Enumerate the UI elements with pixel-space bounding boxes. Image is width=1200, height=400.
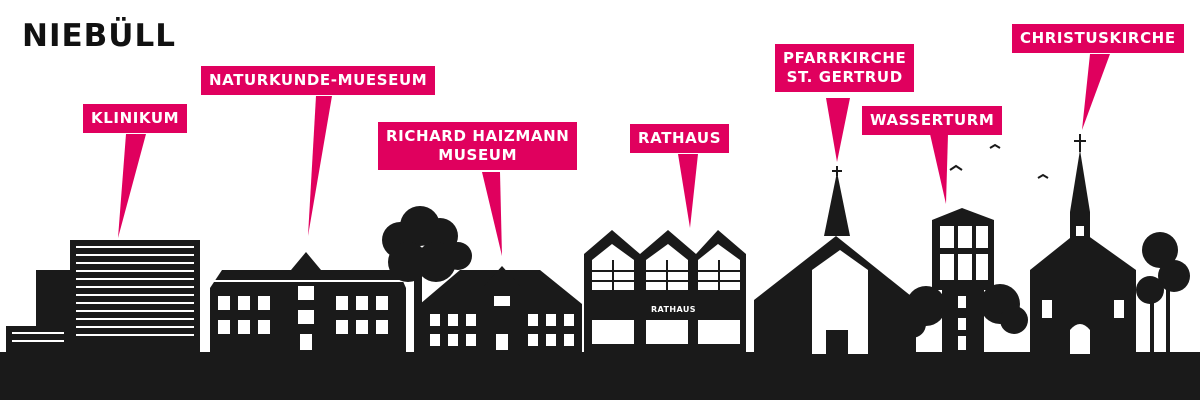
wasserturm-building [932, 208, 994, 354]
naturkunde-building [210, 252, 406, 354]
label-haizmann-line2: MUSEUM [438, 146, 518, 164]
label-rathaus: RATHAUS [630, 124, 730, 153]
pointer-christuskirche [1082, 54, 1110, 130]
label-pfarrkirche: PFARRKIRCHE ST. GERTRUD [775, 44, 915, 92]
trees-left [382, 206, 472, 354]
label-klinikum-text: KLINIKUM [91, 109, 180, 127]
pfarrkirche-building [754, 166, 916, 354]
label-pointers [118, 54, 1110, 256]
pointer-klinikum [118, 134, 146, 238]
label-naturkunde: NATURKUNDE-MUESEUM [201, 66, 436, 95]
label-pfarrkirche-line1: PFARRKIRCHE [783, 49, 907, 67]
pointer-naturkunde [308, 96, 332, 236]
label-christuskirche: CHRISTUSKIRCHE [1012, 24, 1184, 53]
pointer-haizmann [482, 172, 502, 256]
christuskirche-building [1030, 134, 1136, 354]
label-haizmann: RICHARD HAIZMANN MUSEUM [378, 122, 578, 170]
label-klinikum: KLINIKUM [83, 104, 188, 133]
label-pfarrkirche-line2: ST. GERTRUD [786, 68, 903, 86]
pointer-pfarrkirche [826, 98, 850, 162]
label-rathaus-text: RATHAUS [638, 129, 722, 147]
birds [949, 143, 1049, 179]
label-wasserturm: WASSERTURM [862, 106, 1003, 135]
pointer-rathaus [678, 154, 698, 228]
label-haizmann-line1: RICHARD HAIZMANN [386, 127, 570, 145]
label-christuskirche-text: CHRISTUSKIRCHE [1020, 29, 1176, 47]
trees-right [898, 284, 1028, 338]
pointer-wasserturm [930, 134, 948, 204]
label-wasserturm-text: WASSERTURM [870, 111, 995, 129]
label-naturkunde-text: NATURKUNDE-MUESEUM [209, 71, 428, 89]
ground [0, 352, 1200, 400]
trees-far-right [1136, 232, 1190, 354]
klinikum-building [6, 240, 200, 354]
haizmann-building [420, 266, 582, 354]
rathaus-sign: RATHAUS [651, 305, 696, 314]
rathaus-building [584, 230, 746, 354]
page-title: NIEBÜLL [22, 18, 176, 54]
